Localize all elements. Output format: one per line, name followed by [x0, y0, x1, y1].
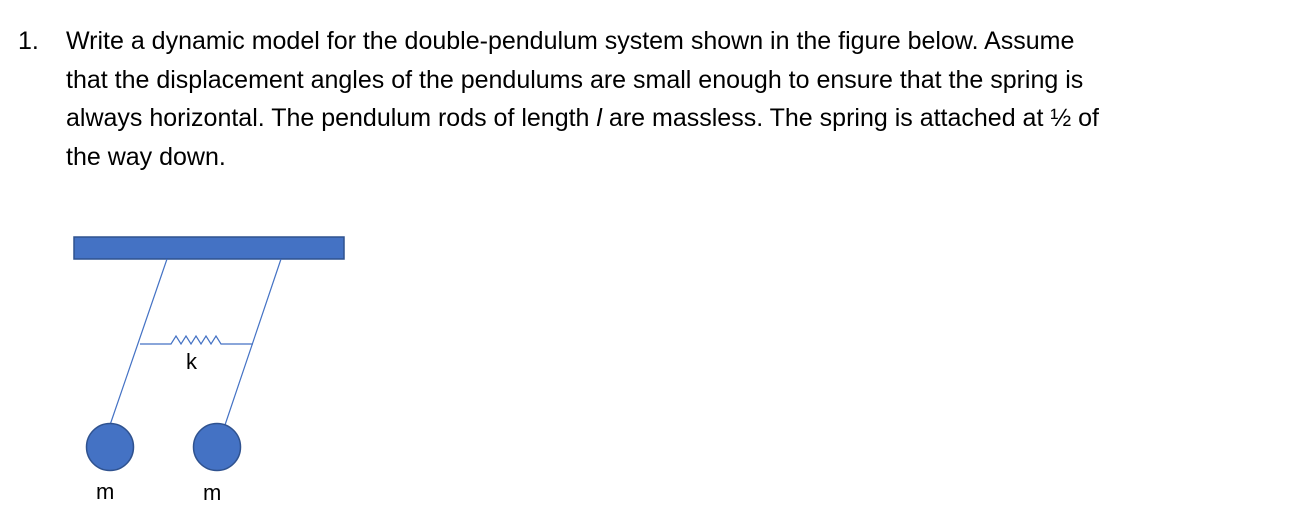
- problem-number: 1.: [18, 27, 39, 55]
- problem-line-4: the way down.: [66, 142, 226, 171]
- problem-line-3-start: always horizontal. The pendulum rods of …: [66, 104, 597, 132]
- left-pendulum-rod: [109, 258, 168, 426]
- length-variable: l: [596, 104, 602, 132]
- problem-line-3-end: are massless. The spring is attached at …: [601, 104, 1099, 132]
- spring-label: k: [186, 349, 198, 374]
- problem-line-3: always horizontal. The pendulum rods of …: [66, 99, 1206, 138]
- left-mass-label: m: [96, 479, 114, 504]
- right-pendulum-rod: [224, 258, 282, 426]
- spring: [140, 334, 253, 346]
- problem-text: Write a dynamic model for the double-pen…: [66, 22, 1206, 176]
- ceiling-bar: [73, 236, 345, 260]
- problem-line-1: Write a dynamic model for the double-pen…: [66, 27, 1075, 55]
- left-mass: [85, 422, 135, 472]
- right-mass: [192, 422, 242, 472]
- right-mass-label: m: [203, 480, 221, 505]
- problem-line-2: that the displacement angles of the pend…: [66, 65, 1084, 94]
